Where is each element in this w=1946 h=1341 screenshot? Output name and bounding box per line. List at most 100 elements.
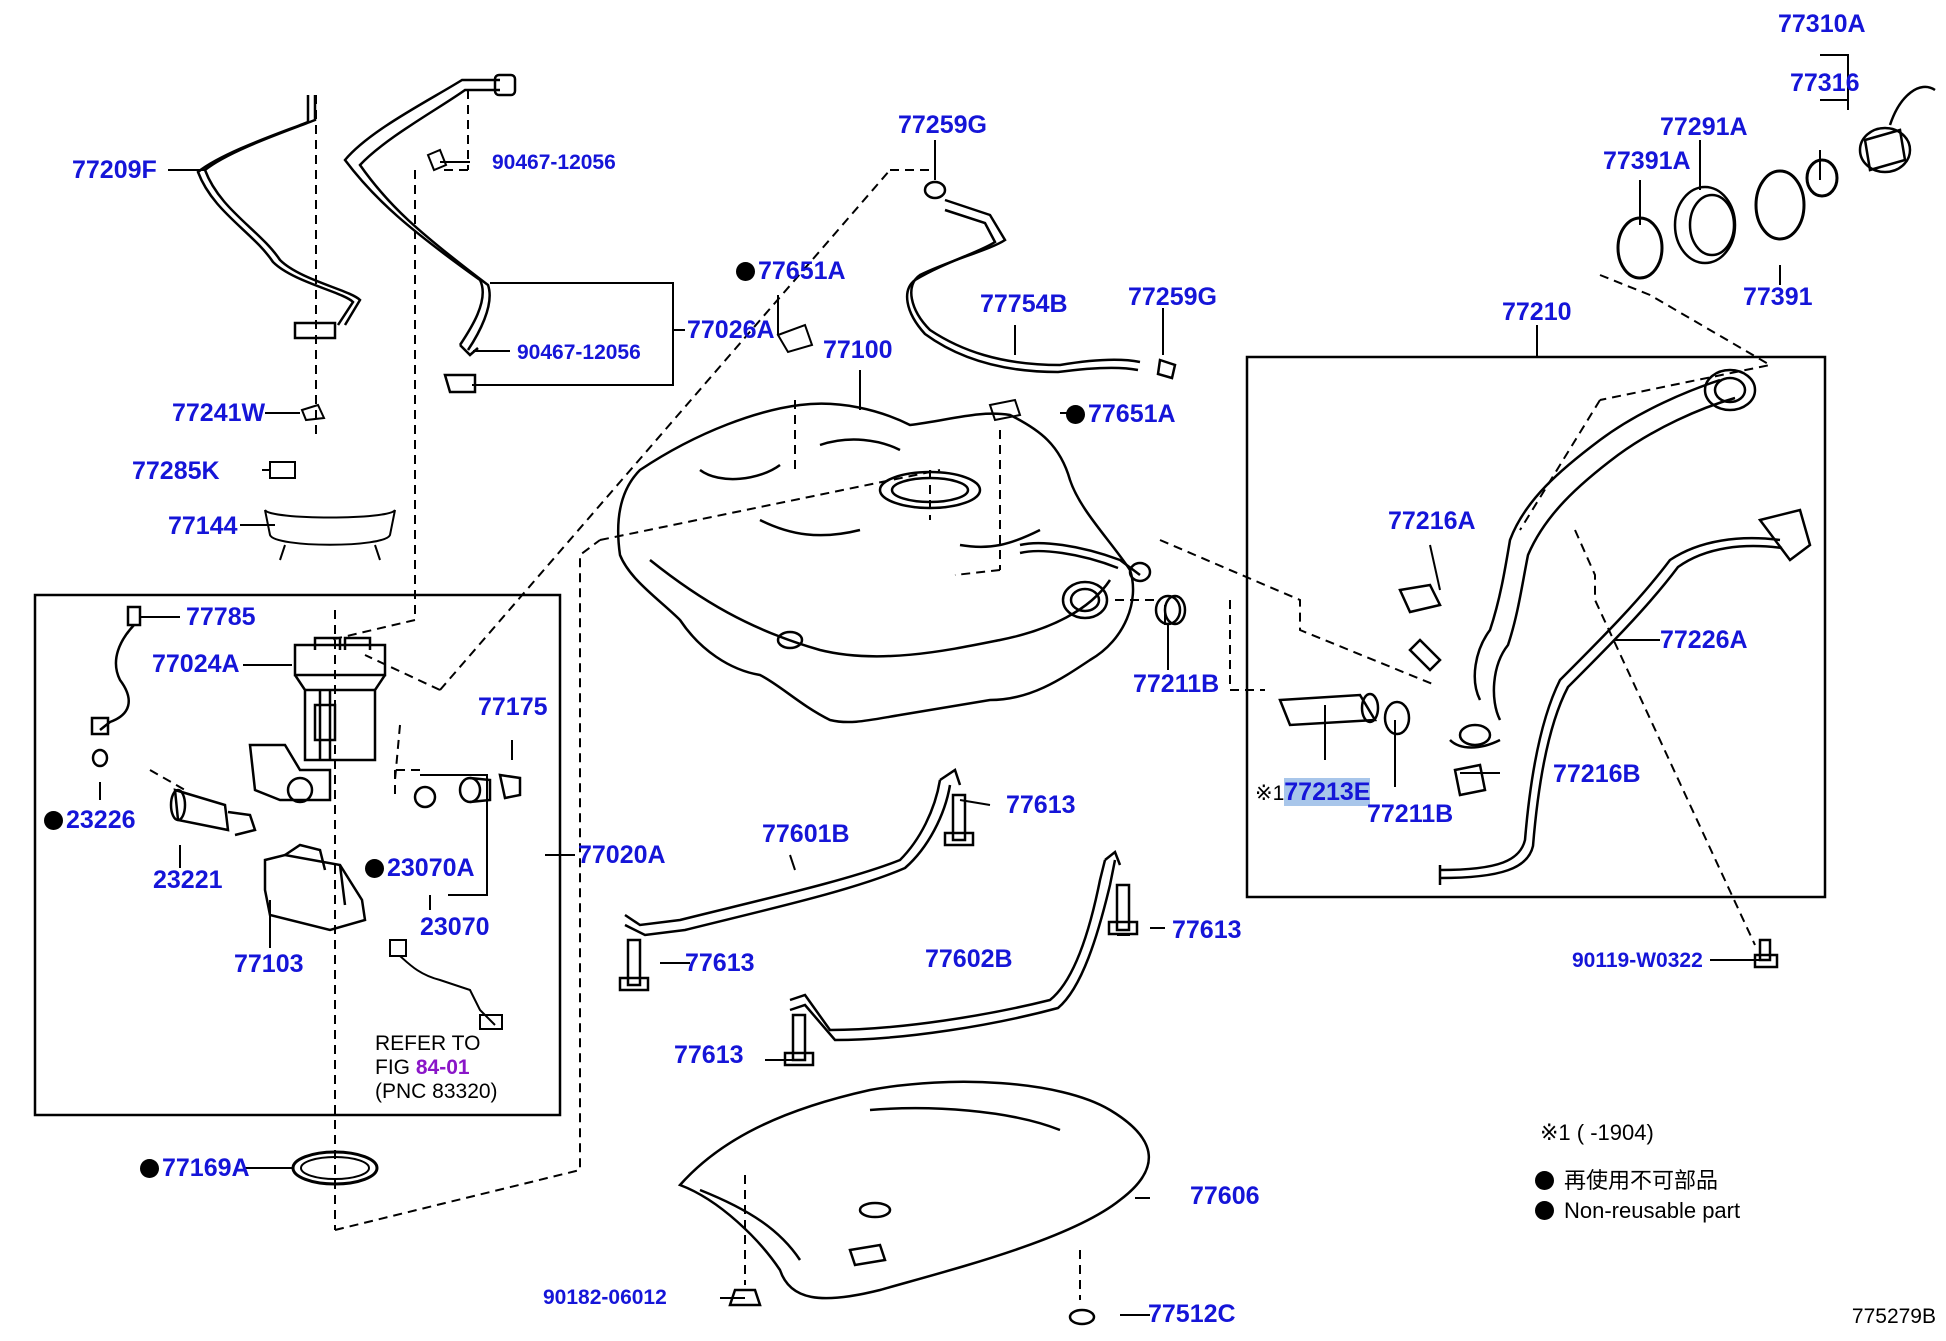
part-label-77602B[interactable]: 77602B [925,945,1013,973]
non-reusable-dot-icon [44,811,63,830]
part-label-77100[interactable]: 77100 [823,336,893,364]
fuel-pump-77024A [248,636,387,804]
part-label-77210[interactable]: 77210 [1502,298,1572,326]
part-label-23226[interactable]: 23226 [44,808,136,833]
clamp-77211B-left [1154,594,1187,626]
part-label-77144[interactable]: 77144 [168,512,238,540]
fuel-cap-77310A [1858,85,1936,174]
part-label-23221[interactable]: 23221 [153,866,223,894]
refer-line-3: (PNC 83320) [375,1080,498,1103]
gasket-77316 [1805,158,1839,198]
bracket-77103 [263,843,367,932]
oring-77391 [1754,169,1806,241]
part-label-77103[interactable]: 77103 [234,950,304,978]
part-label-77512C[interactable]: 77512C [1148,1300,1236,1328]
note-mark: ※1 [1255,782,1285,805]
part-label-77613-d[interactable]: 77613 [674,1041,744,1069]
part-label-77601B[interactable]: 77601B [762,820,850,848]
refer-line-1: REFER TO [375,1032,481,1055]
non-reusable-dot-icon [736,262,755,281]
part-label-77259G-top[interactable]: 77259G [898,111,987,139]
part-label-77613-a[interactable]: 77613 [1006,791,1076,819]
hose-77213E [1278,692,1380,727]
nut-90182 [728,1288,762,1307]
oring-77391A [1616,216,1664,280]
part-label-77216B[interactable]: 77216B [1553,760,1641,788]
leader-lines [99,54,1849,1316]
part-label-77241W[interactable]: 77241W [172,399,266,427]
part-label-77651A-top[interactable]: 77651A [736,259,846,284]
legend-dot-icon [1535,1171,1554,1190]
vapor-line-77754B [905,180,1177,380]
part-label-77213E[interactable]: ※177213E [1255,778,1371,806]
part-label-77226A[interactable]: 77226A [1660,626,1748,654]
part-label-77613-b[interactable]: 77613 [685,949,755,977]
regulator-23070 [413,773,522,809]
ring-77291A [1673,185,1737,265]
sender-gauge-ref [389,939,503,1030]
clip-77512C [1068,1308,1096,1326]
clamp-77211B-right [1383,700,1411,736]
strap-77602B [789,849,1122,1042]
part-label-77785[interactable]: 77785 [186,603,256,631]
fuel-tank-77100 [616,402,1152,724]
clips-left [264,148,448,561]
part-label-90119-W0322[interactable]: 90119-W0322 [1572,949,1703,972]
part-label-77175[interactable]: 77175 [478,693,548,721]
part-label-77211B-right[interactable]: 77211B [1367,800,1454,828]
label-text: 77651A [758,257,846,285]
part-label-77020A[interactable]: 77020A [578,841,666,869]
part-label-77310A[interactable]: 77310A [1778,10,1866,38]
clamp-77216B [1453,763,1487,797]
filler-pipe-77210 [1398,368,1757,749]
part-label-77024A[interactable]: 77024A [152,650,240,678]
part-label-77606[interactable]: 77606 [1190,1182,1260,1210]
legend-en: Non-reusable part [1535,1200,1740,1222]
part-label-77211B-left[interactable]: 77211B [1133,670,1220,698]
part-label-77285K[interactable]: 77285K [132,457,220,485]
part-label-77209F[interactable]: 77209F [72,156,157,184]
refer-note: REFER TO FIG 84-01 (PNC 83320) [375,1032,498,1104]
part-label-90467-12056-lower[interactable]: 90467-12056 [517,341,641,364]
strap-77601B [624,768,962,937]
range-note: ※1 ( -1904) [1540,1120,1654,1145]
label-text: 23070A [387,854,475,882]
part-label-77216A[interactable]: 77216A [1388,507,1476,535]
part-label-77026A[interactable]: 77026A [687,316,775,344]
label-text: 77213E [1284,778,1371,806]
part-label-77651A-mid[interactable]: 77651A [1066,402,1176,427]
part-label-77291A[interactable]: 77291A [1660,113,1748,141]
pads-77651A [776,323,1022,422]
part-label-77391A[interactable]: 77391A [1603,147,1691,175]
part-label-23070[interactable]: 23070 [420,913,490,941]
part-label-23070A[interactable]: 23070A [365,856,475,881]
bolt-90119 [1753,938,1779,969]
part-label-77613-c[interactable]: 77613 [1172,916,1242,944]
dashed-guide-lines [149,90,1773,1300]
fig-link-84-01[interactable]: 84-01 [415,1056,470,1079]
part-label-77391[interactable]: 77391 [1743,283,1813,311]
part-label-90182-06012[interactable]: 90182-06012 [543,1286,667,1309]
gasket-77169A-inner [300,1156,370,1180]
part-label-77259G-right[interactable]: 77259G [1128,283,1217,311]
sender-wire-77785 [90,605,142,736]
legend-dot-icon [1535,1201,1554,1220]
non-reusable-dot-icon [140,1159,159,1178]
breather-tube-77226A [1438,508,1812,885]
bolts-77613 [618,793,1139,1067]
non-reusable-dot-icon [365,859,384,878]
pump-23221 [91,748,257,837]
vent-tube-77209F [196,95,362,340]
gasket-77169A [291,1150,379,1186]
label-text: 23226 [66,806,136,834]
legend-jp: 再使用不可部品 [1535,1170,1718,1192]
part-label-77316[interactable]: 77316 [1790,69,1860,97]
legend-jp-text: 再使用不可部品 [1564,1168,1719,1193]
label-text: 77169A [162,1154,250,1182]
part-label-77169A[interactable]: 77169A [140,1156,250,1181]
label-text: 77651A [1088,400,1176,428]
part-label-77754B[interactable]: 77754B [980,290,1068,318]
refer-fig-prefix: FIG [375,1056,416,1079]
part-label-90467-12056-upper[interactable]: 90467-12056 [492,151,616,174]
